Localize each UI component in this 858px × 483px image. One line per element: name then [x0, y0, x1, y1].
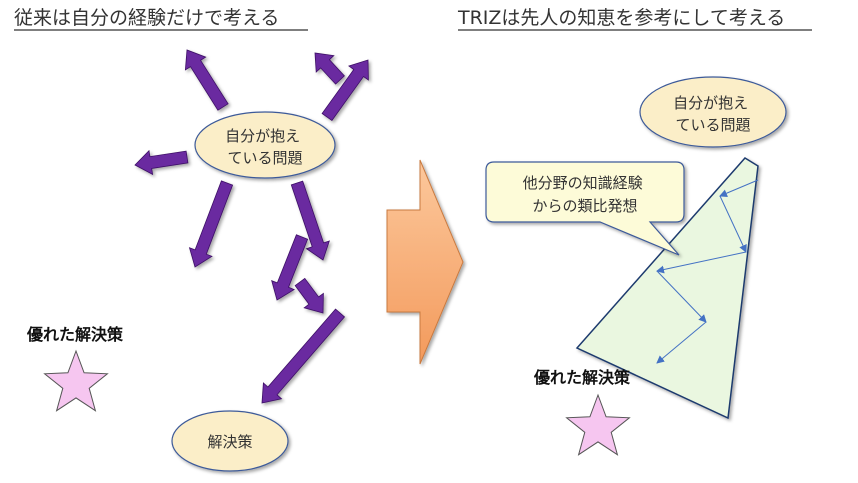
- zigzag-path: [719, 179, 759, 197]
- purple-arrow: [184, 49, 229, 111]
- purple-arrow: [271, 234, 309, 301]
- purple-arrow: [294, 277, 324, 314]
- zigzag-path: [656, 251, 747, 274]
- purple-arrow: [290, 180, 330, 261]
- left-problem-text: 自分が抱え ている問題: [225, 127, 305, 167]
- right-title: TRIZは先人の知恵を参考にして考える: [457, 7, 785, 29]
- right-star-icon: [565, 393, 631, 456]
- left-title: 従来は自分の経験だけで考える: [14, 7, 279, 29]
- purple-arrow: [134, 149, 189, 176]
- callout-text: 他分野の知識経験 からの類比発想: [523, 174, 648, 215]
- zigzag-path: [656, 270, 707, 323]
- right-problem-bubble: [639, 76, 787, 148]
- knowledge-triangle: [575, 157, 759, 420]
- right-better-solution-label: 優れた解決策: [533, 368, 631, 387]
- zigzag-path: [719, 195, 747, 253]
- left-star-icon: [43, 349, 109, 412]
- right-problem-text: 自分が抱え ている問題: [673, 94, 753, 134]
- left-solution-bubble: [171, 410, 289, 472]
- purple-arrow: [261, 308, 346, 404]
- purple-arrow: [188, 180, 234, 268]
- big-orange-arrow: [386, 159, 464, 365]
- zigzag-path: [656, 321, 707, 364]
- purple-arrow: [314, 52, 345, 85]
- purple-arrows: [134, 49, 369, 404]
- left-better-solution-label: 優れた解決策: [26, 325, 124, 344]
- analogy-callout: [485, 161, 685, 256]
- purple-arrow: [321, 59, 369, 122]
- left-solution-text: 解決策: [207, 433, 252, 451]
- left-problem-bubble: [194, 111, 336, 179]
